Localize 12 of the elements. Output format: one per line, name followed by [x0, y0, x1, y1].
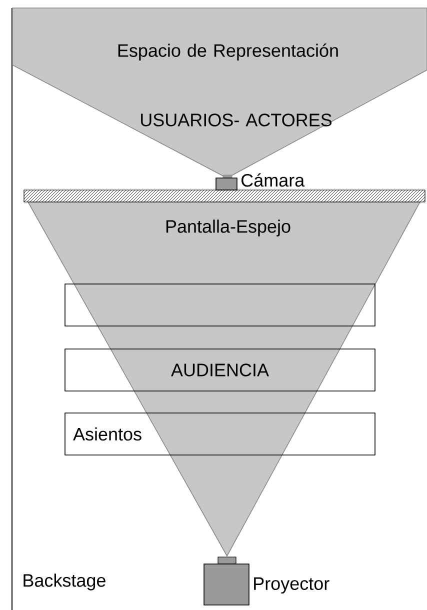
- area-label: Espacio de Representación: [118, 44, 338, 60]
- seat-row: AUDIENCIA: [64, 348, 376, 392]
- hatched-screen-bar: [24, 190, 426, 202]
- device-box: [216, 174, 238, 190]
- area-label: USUARIOS- ACTORES: [141, 114, 332, 126]
- device-label: Cámara: [242, 173, 305, 187]
- area-label: Pantalla-Espejo: [166, 220, 290, 236]
- area-label: Backstage: [24, 574, 106, 590]
- device-label: Proyector: [254, 577, 330, 594]
- device-box: [204, 556, 250, 606]
- seat-row: [64, 284, 376, 326]
- seat-row: Asientos: [64, 412, 376, 456]
